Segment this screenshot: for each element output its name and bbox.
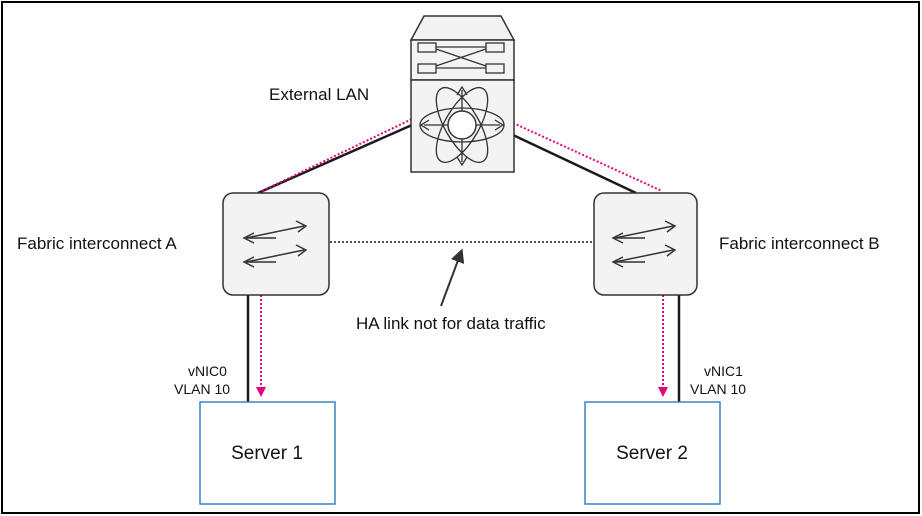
fabric-switch-icon (222, 192, 330, 296)
uplink-b-data-path (512, 122, 663, 192)
uplink-a-data-path (261, 118, 413, 192)
server-1-box (199, 401, 336, 505)
fabric-a-label: Fabric interconnect A (17, 234, 177, 253)
vnic1-vlan-label: VLAN 10 (690, 381, 746, 397)
server-2-box (584, 401, 721, 505)
uplink-a-solid (257, 123, 413, 195)
fabric-switch-icon (593, 192, 698, 296)
vnic1-label: vNIC1 (704, 363, 743, 379)
ha-link-label: HA link not for data traffic (356, 314, 546, 333)
server-2-label: Server 2 (616, 443, 688, 464)
uplink-b-solid (512, 133, 637, 195)
server-1-label: Server 1 (231, 443, 303, 464)
ha-pointer-arrow (440, 248, 465, 307)
multilayer-switch-icon (409, 15, 516, 173)
fabric-b-label: Fabric interconnect B (719, 234, 880, 253)
vnic0-label: vNIC0 (188, 363, 227, 379)
external-lan-label: External LAN (269, 85, 369, 104)
vnic0-vlan-label: VLAN 10 (174, 381, 230, 397)
